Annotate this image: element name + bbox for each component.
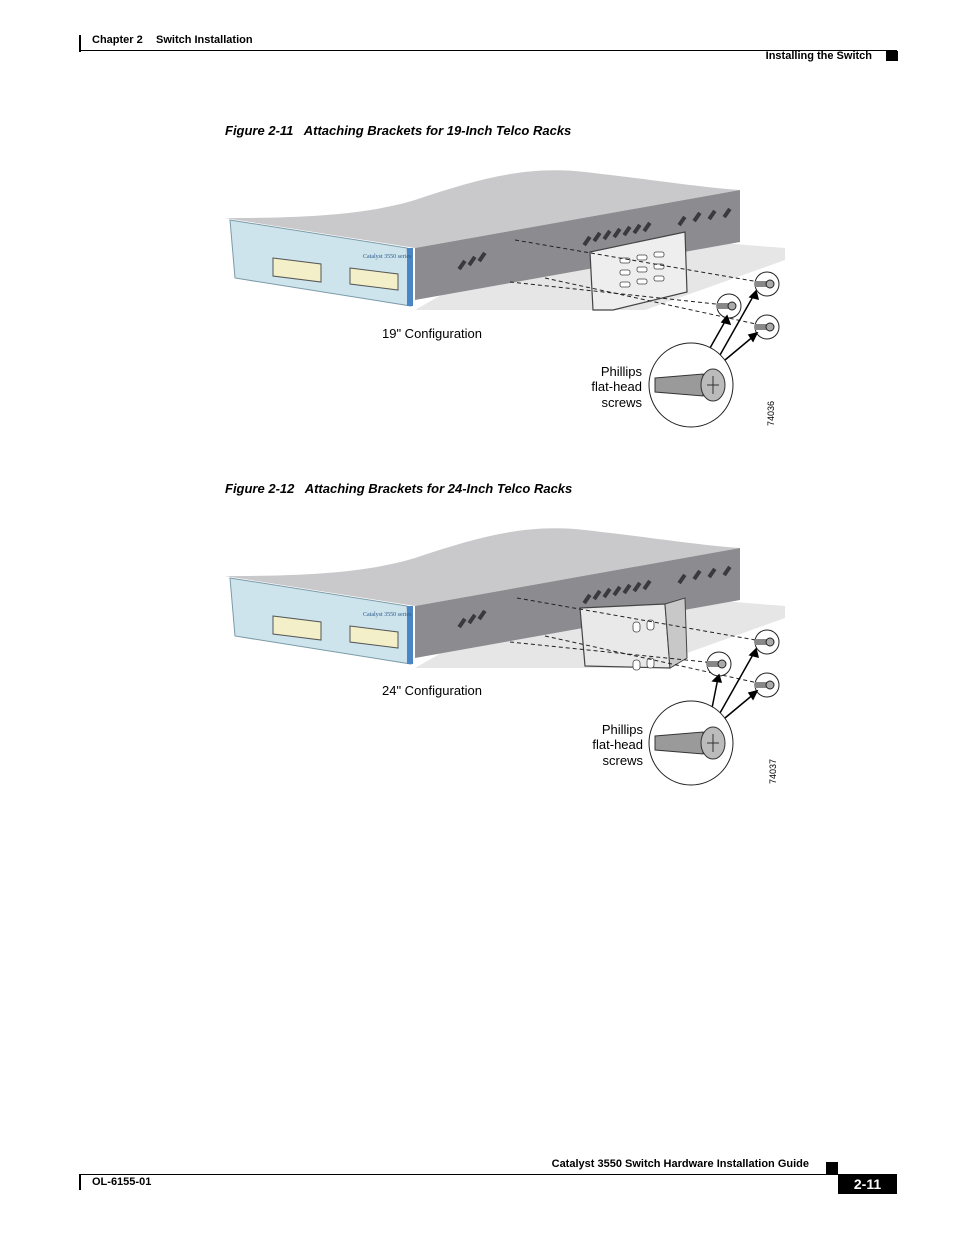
callout-arrows (709, 289, 760, 361)
header-rule-vertical (79, 35, 81, 52)
footer-guide-title: Catalyst 3550 Switch Hardware Installati… (551, 1158, 809, 1170)
alignment-lines (509, 597, 768, 686)
screw-label-line: screws (603, 753, 644, 768)
footer-rule-vertical (79, 1174, 81, 1190)
module-slot (349, 625, 399, 649)
footer-page-number: 2-11 (838, 1175, 897, 1194)
bracket-flange (664, 597, 688, 669)
side-vents (457, 207, 732, 271)
chassis-top (225, 170, 740, 248)
figure-caption: Figure 2-12 Attaching Brackets for 24-In… (225, 481, 573, 496)
side-vents (457, 565, 732, 629)
screw-label-line: flat-head (591, 379, 642, 394)
art-id: 74037 (768, 759, 778, 784)
art-id: 74036 (766, 401, 776, 426)
screw-label-line: screws (602, 395, 643, 410)
chassis-side (415, 548, 740, 658)
screw (754, 672, 780, 698)
screw-label-line: flat-head (592, 737, 643, 752)
alignment-lines (509, 239, 766, 327)
header-rule (79, 50, 897, 51)
screw (754, 314, 780, 340)
footer-rule (79, 1174, 897, 1175)
screw (754, 271, 780, 297)
header-chapter: Chapter 2 (92, 34, 143, 46)
screw-label-line: Phillips (602, 722, 644, 737)
figure-caption: Figure 2-11 Attaching Brackets for 19-In… (225, 123, 572, 138)
header-section: Switch Installation (156, 34, 253, 46)
module-slot (272, 257, 322, 283)
chassis-top (225, 528, 740, 606)
footer-marker (826, 1162, 838, 1174)
screw-label-line: Phillips (601, 364, 643, 379)
screw-detail (654, 726, 726, 760)
footer-doc-number: OL-6155-01 (92, 1176, 152, 1188)
header-right-title: Installing the Switch (765, 50, 872, 62)
screw-detail (654, 368, 726, 402)
header-marker (886, 51, 898, 61)
bracket-holes (619, 251, 665, 288)
front-panel-edge (407, 606, 413, 664)
module-slot (349, 267, 399, 291)
config-label: 24" Configuration (382, 683, 482, 698)
screw (706, 651, 732, 677)
front-label: Catalyst 3550 series (363, 612, 412, 618)
callout-arrows (711, 647, 760, 719)
config-label: 19" Configuration (382, 326, 482, 341)
figure-2-11-illustration: Catalyst 3550 series (225, 170, 785, 428)
mounting-bracket (579, 603, 671, 669)
bracket-holes (632, 619, 655, 671)
screw (716, 293, 742, 319)
module-slot (272, 615, 322, 641)
chassis-side (415, 190, 740, 300)
figure-2-12-illustration: Catalyst 3550 series (225, 528, 785, 786)
screw (754, 629, 780, 655)
front-label: Catalyst 3550 series (363, 254, 412, 260)
front-panel-edge (407, 248, 413, 306)
